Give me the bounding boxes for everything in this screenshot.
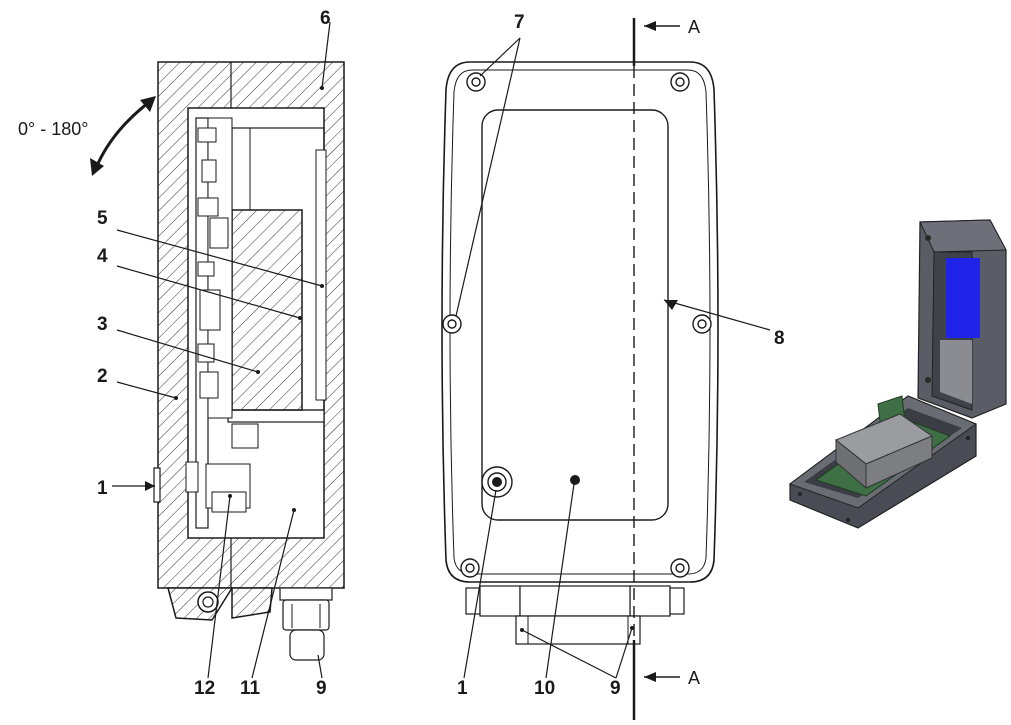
cable-gland-left bbox=[279, 587, 333, 601]
section-label-bottom: A bbox=[688, 668, 700, 688]
lid-window bbox=[946, 258, 980, 338]
callout-10: 10 bbox=[534, 678, 555, 699]
callout-1-section: 1 bbox=[97, 478, 108, 499]
rotation-label: 0° - 180° bbox=[18, 119, 88, 139]
button-section bbox=[153, 467, 161, 503]
callout-1-front: 1 bbox=[457, 678, 468, 699]
front-window bbox=[481, 109, 669, 521]
section-view bbox=[90, 21, 345, 679]
screws bbox=[442, 72, 712, 578]
callout-11: 11 bbox=[240, 678, 261, 699]
rotation-arrow bbox=[94, 98, 153, 169]
callout-3: 3 bbox=[97, 314, 108, 335]
front-gland bbox=[515, 615, 641, 645]
callout-2: 2 bbox=[97, 366, 108, 387]
callout-5: 5 bbox=[97, 208, 108, 229]
section-label-top: A bbox=[688, 17, 700, 37]
front-led bbox=[570, 475, 580, 485]
callout-9-section: 9 bbox=[316, 678, 327, 699]
callout-9-front: 9 bbox=[610, 678, 621, 699]
callout-7: 7 bbox=[514, 12, 525, 33]
callout-8: 8 bbox=[774, 328, 785, 349]
battery-section bbox=[231, 209, 303, 411]
labels: 0° - 180° A A 6 5 4 3 2 1 12 11 9 7 8 1 … bbox=[18, 8, 785, 699]
front-view bbox=[441, 18, 771, 720]
callout-4: 4 bbox=[97, 246, 108, 267]
callout-12: 12 bbox=[194, 678, 215, 699]
isometric-view bbox=[788, 219, 1007, 529]
callout-6: 6 bbox=[320, 8, 331, 29]
